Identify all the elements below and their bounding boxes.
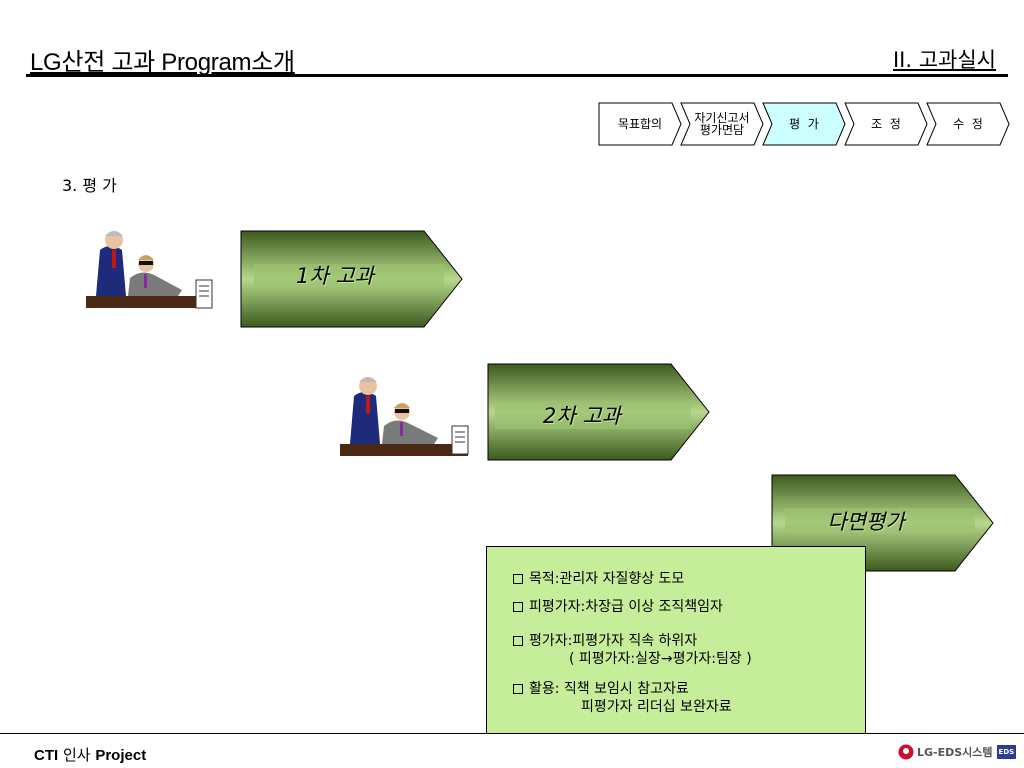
business-meeting-clipart [340,377,469,456]
company-logo: LG-EDS시스템 EDS [898,743,1017,761]
step-correction[interactable]: 수 정 [926,102,1010,146]
info-item-usage-note: 피평가자 리더십 보완자료 [581,699,732,715]
step-label-line2: 평가면담 [699,123,745,137]
step-evaluation[interactable]: 평 가 [762,102,846,146]
lg-logo-icon [898,744,914,760]
stage-label: 다면평가 [827,510,905,534]
info-item-evaluatee: 피평가자:차장급 이상 조직책임자 [513,599,723,616]
multi-source-info-box: 목적:관리자 자질향상 도모 피평가자:차장급 이상 조직책임자 평가자:피평가… [486,546,866,734]
step-shape [926,102,1010,146]
stage-arrow-second-review [487,363,710,461]
eds-badge-icon: EDS [996,745,1017,759]
stage-arrow-first-review [240,230,463,328]
step-label: 평 가 [789,117,819,131]
subtitle: 3. 평 가 [62,176,117,195]
step-goal-agreement[interactable]: 목표합의 [598,102,682,146]
step-label: 목표합의 [617,117,663,131]
info-item-evaluator: 평가자:피평가자 직속 하위자 [513,633,697,650]
step-label: 수 정 [953,117,983,131]
checkbox-bullet-icon [513,574,523,584]
info-item-evaluator-note: ( 피평가자:실장→평가자:팀장 ) [569,651,752,667]
step-shape [598,102,682,146]
stage-label: 1차 고과 [296,264,374,288]
step-adjustment[interactable]: 조 정 [844,102,928,146]
step-shape [762,102,846,146]
step-label-line1: 자기신고서 [694,111,750,125]
stage-label: 2차 고과 [543,404,621,428]
page-title: LG산전 고과 Program소개 [30,49,295,76]
checkbox-bullet-icon [513,602,523,612]
footer-rule [0,733,1024,734]
info-item-purpose: 목적:관리자 자질향상 도모 [513,571,684,588]
step-self-report[interactable]: 자기신고서 평가면담 [680,102,764,146]
business-meeting-clipart [86,231,213,309]
section-title: II. 고과실시 [892,48,996,72]
step-label: 조 정 [871,117,901,131]
header-rule [26,74,1008,77]
footer-project-label: CTI 인사 Project [34,746,147,764]
checkbox-bullet-icon [513,636,523,646]
step-shape [844,102,928,146]
info-item-usage: 활용: 직책 보임시 참고자료 [513,681,689,698]
checkbox-bullet-icon [513,684,523,694]
step-shape [680,102,764,146]
